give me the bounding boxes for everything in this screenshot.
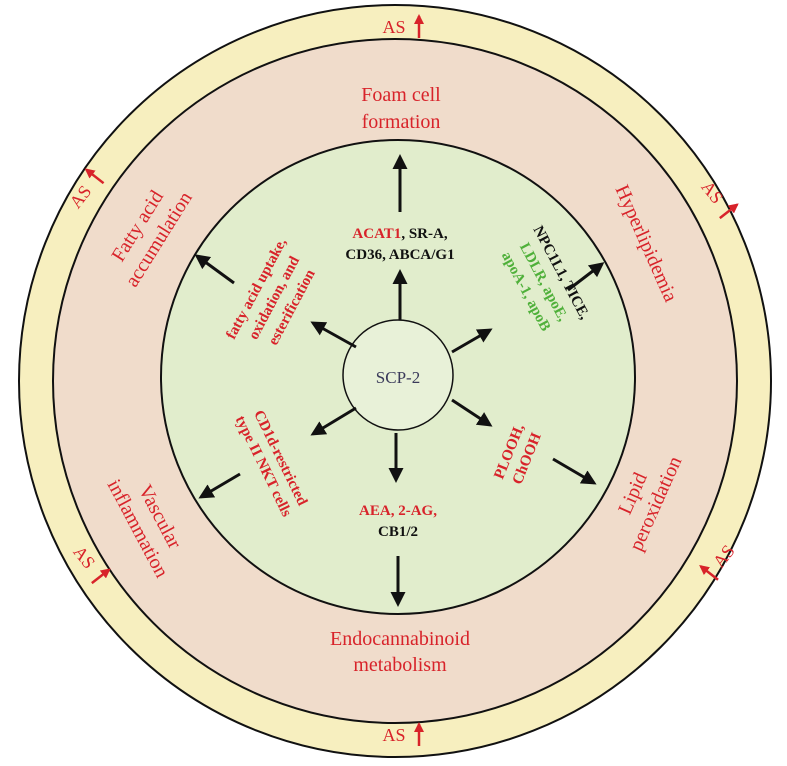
as-up-arrow-icon: [91, 568, 111, 585]
inner-label-bottom: AEA, 2-AG, CB1/2: [359, 503, 437, 540]
center-circle: [342, 319, 454, 431]
as-up-arrow-icon: [699, 564, 719, 581]
svg-text:Foam cell: Foam cell: [361, 84, 441, 106]
arrow-center-to-right-bottom: [451, 398, 493, 427]
svg-text:metabolism: metabolism: [353, 654, 447, 676]
arrow-right-top-to-hyperlipidemia: [567, 262, 605, 292]
middle-label-foam-cell: Foam cell formation: [361, 84, 441, 133]
svg-text:AS: AS: [382, 725, 405, 745]
svg-text:formation: formation: [362, 111, 441, 133]
as-up-arrow-icon: [84, 168, 105, 185]
svg-text:Endocannabinoid: Endocannabinoid: [330, 628, 470, 650]
svg-text:AS: AS: [382, 17, 405, 37]
as-label-top: AS: [382, 14, 424, 38]
arrow-left-bottom-to-vascular: [198, 472, 241, 499]
svg-text:AEA, 2-AG,: AEA, 2-AG,: [359, 503, 437, 519]
inner-label-top: ACAT1, SR-A, CD36, ABCA/G1: [345, 226, 454, 263]
as-up-arrow-icon: [719, 203, 739, 220]
svg-text:CD36, ABCA/G1: CD36, ABCA/G1: [345, 247, 454, 263]
center-label: SCP-2: [376, 368, 420, 387]
as-label-bottom: AS: [382, 722, 424, 746]
arrow-right-bottom-to-lipid: [552, 457, 597, 485]
arrow-center-to-right-top: [451, 328, 493, 354]
arrow-center-to-left-bottom: [310, 406, 357, 436]
middle-label-endocannabinoid: Endocannabinoid metabolism: [330, 628, 470, 676]
svg-text:CB1/2: CB1/2: [378, 524, 418, 540]
svg-text:ACAT1, SR-A,: ACAT1, SR-A,: [352, 226, 447, 242]
arrow-left-top-to-fatty-acid: [194, 254, 235, 285]
arrow-center-to-left-top: [310, 321, 357, 349]
